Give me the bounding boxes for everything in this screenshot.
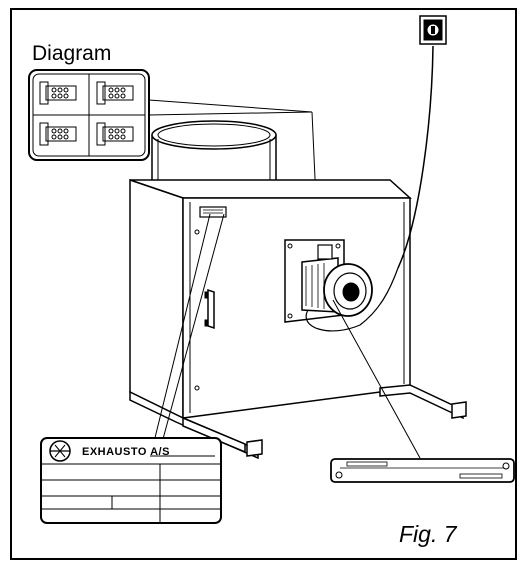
figure-caption: Fig. 7 — [399, 521, 457, 547]
connector-symbol — [39, 81, 134, 146]
diagram-label: Diagram — [32, 42, 112, 65]
duct-collar — [151, 120, 277, 187]
figure-frame — [10, 8, 517, 560]
repair-switch — [419, 15, 447, 45]
motor — [284, 239, 399, 332]
nameplate-leaders — [151, 213, 421, 459]
power-cable — [397, 45, 434, 269]
diagram-inset — [28, 69, 150, 161]
nameplate-brand: EXHAUSTO A/S — [82, 446, 170, 458]
nameplate — [40, 437, 222, 524]
cover-plate — [330, 458, 515, 483]
housing-details — [194, 206, 227, 391]
